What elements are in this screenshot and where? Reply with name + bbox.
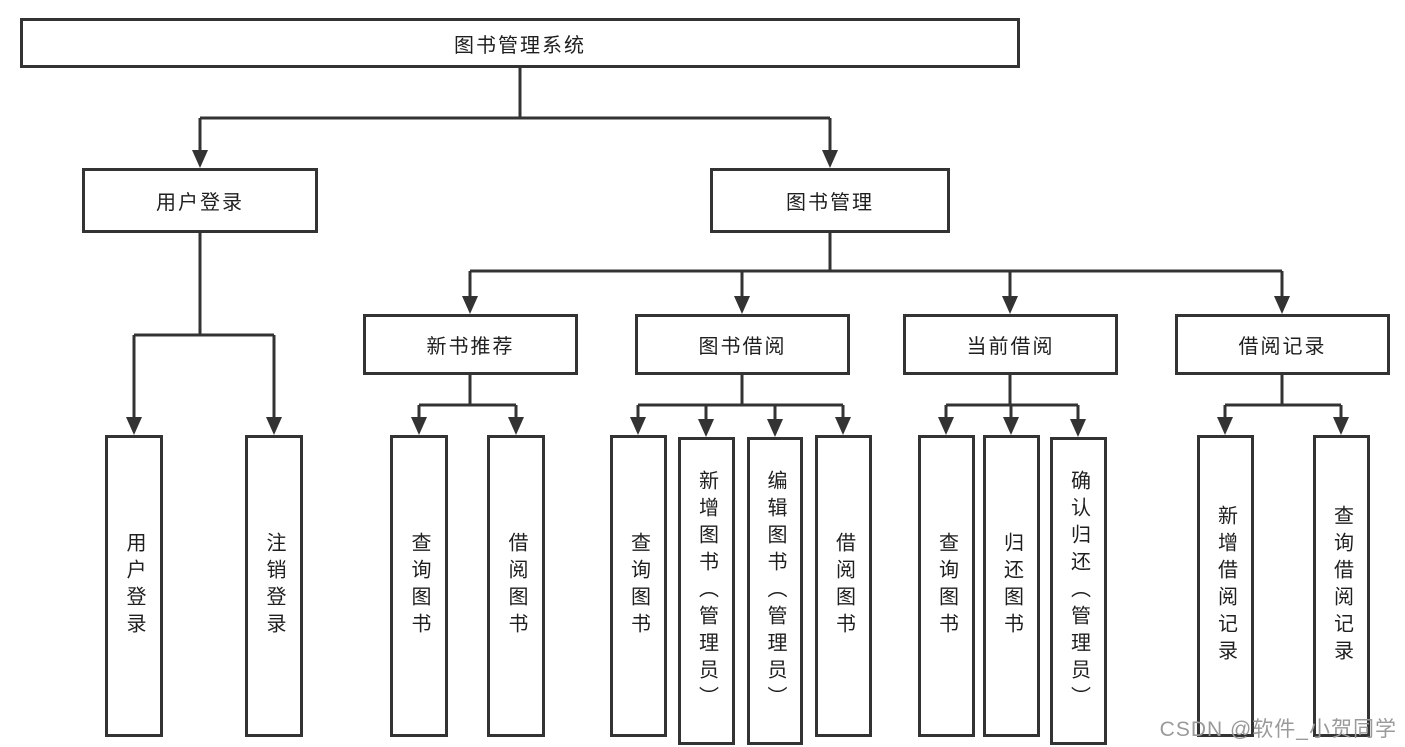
leaf-return-books: 归还图书 [983,435,1040,737]
node-book-borrow: 图书借阅 [635,314,850,375]
leaf-label: 用户登录 [123,532,145,640]
leaf-user-login: 用户登录 [105,435,163,737]
leaf-confirm-return-admin: 确认归还（管理员） [1050,437,1107,745]
leaf-borrow-books: 借阅图书 [815,435,872,737]
leaf-label: 借阅图书 [832,532,855,640]
leaf-label: 注销登录 [263,532,285,640]
connector-user-login-branch [126,233,282,435]
leaf-recommend-borrow-books: 借阅图书 [487,435,545,737]
leaf-query-borrow-record: 查询借阅记录 [1313,435,1370,737]
leaf-add-borrow-record: 新增借阅记录 [1197,435,1254,737]
node-book-management: 图书管理 [710,168,950,233]
node-current-borrow: 当前借阅 [903,314,1118,375]
leaf-label: 借阅图书 [505,532,527,640]
connector-book-borrow-branch [630,375,851,437]
leaf-label: 新增借阅记录 [1214,505,1237,667]
connector-new-book-recommend-branch [411,375,524,435]
leaf-label: 查询图书 [627,532,650,640]
leaf-edit-book-admin: 编辑图书（管理员） [747,437,803,745]
connector-current-borrow-branch [938,375,1086,437]
leaf-label: 归还图书 [1000,532,1023,640]
connector-borrow-records-branch [1217,375,1349,435]
node-root-system: 图书管理系统 [20,18,1020,68]
leaf-label: 新增图书（管理员） [695,469,718,713]
leaf-label: 查询图书 [935,532,958,640]
leaf-borrow-query-books: 查询图书 [610,435,667,737]
node-new-book-recommend: 新书推荐 [363,314,578,375]
connector-book-management-branch [462,233,1290,314]
leaf-logout-login: 注销登录 [245,435,303,737]
node-user-login: 用户登录 [82,168,318,233]
connector-root-to-level1 [192,68,838,168]
leaf-current-query-books: 查询图书 [918,435,975,737]
node-borrow-records: 借阅记录 [1175,314,1390,375]
leaf-label: 确认归还（管理员） [1067,469,1090,713]
leaf-recommend-query-books: 查询图书 [390,435,448,737]
leaf-label: 查询借阅记录 [1330,505,1353,667]
leaf-label: 查询图书 [408,532,430,640]
watermark: CSDN @软件_小贺同学 [1159,718,1397,741]
leaf-label: 编辑图书（管理员） [764,469,786,713]
leaf-add-book-admin: 新增图书（管理员） [678,437,735,745]
